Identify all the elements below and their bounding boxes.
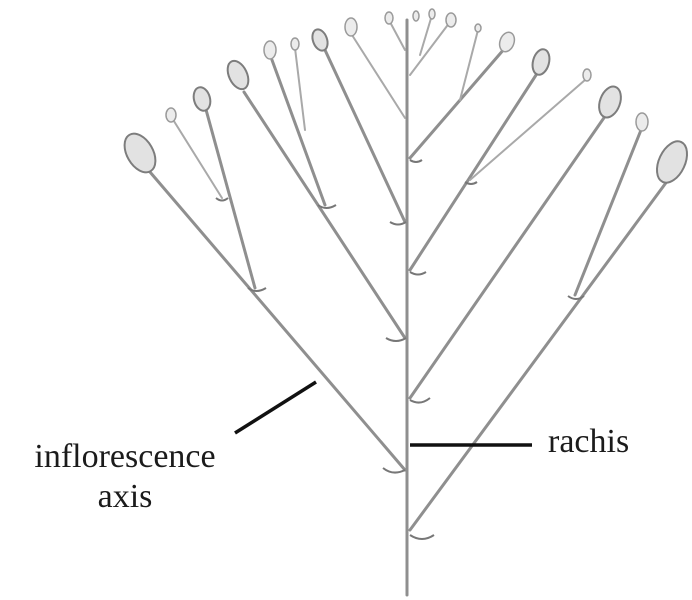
floret-left-2	[191, 85, 213, 112]
floret-left-3	[166, 108, 176, 122]
floret-left-5	[264, 41, 276, 59]
floret-right-2	[636, 113, 648, 131]
right-branches	[410, 15, 668, 530]
floret-right-1	[651, 137, 692, 188]
floret-right-5	[583, 69, 591, 81]
leader-line-inflorescence-axis	[235, 382, 316, 433]
inflorescence-axis-label-line1: inflorescence	[14, 437, 236, 477]
branch-left-8	[352, 35, 405, 118]
florets	[118, 9, 692, 187]
branch-left-3	[172, 118, 222, 198]
floret-right-6	[497, 30, 517, 54]
branch-left-4	[244, 92, 405, 338]
branch-right-6	[410, 48, 505, 158]
floret-right-8	[446, 13, 456, 27]
floret-right-9	[429, 9, 435, 19]
branch-right-2	[575, 130, 641, 295]
inflorescence-axis-label: inflorescence axis	[14, 437, 236, 517]
branch-right-8	[410, 22, 450, 75]
branch-right-3	[410, 112, 608, 398]
floret-left-1	[118, 128, 162, 177]
floret-left-8	[345, 18, 357, 36]
branch-left-1	[150, 172, 405, 470]
floret-left-4	[224, 58, 253, 93]
branch-left-9	[390, 22, 405, 50]
floret-left-9	[385, 12, 393, 24]
branch-left-7	[325, 50, 405, 222]
floret-left-6	[291, 38, 299, 50]
floret-left-7	[310, 27, 331, 52]
branch-left-2	[205, 106, 255, 288]
inflorescence-axis-label-line2: axis	[14, 477, 236, 517]
floret-right-4	[530, 47, 552, 76]
bracts	[216, 160, 584, 539]
rachis-label: rachis	[548, 422, 629, 462]
branch-left-6	[295, 48, 305, 130]
floret-right-7	[475, 24, 481, 32]
floret-right-3	[595, 84, 625, 121]
floret-top	[413, 11, 419, 21]
branch-right-1	[410, 180, 668, 530]
branch-right-5	[470, 80, 585, 180]
left-branches	[150, 22, 405, 470]
